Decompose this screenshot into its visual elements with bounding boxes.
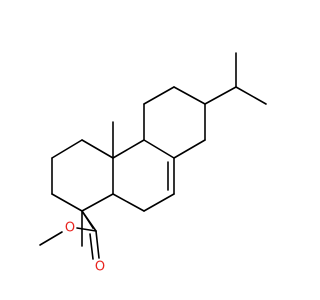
bond: [173, 139, 206, 159]
bond: [112, 193, 145, 212]
bond: [204, 86, 237, 105]
molecule-canvas: O O: [39, 52, 267, 275]
bond: [143, 86, 175, 105]
ester-single-bond: [76, 227, 97, 232]
ring-c: [143, 86, 206, 159]
bond: [235, 86, 267, 105]
carbonyl-bond-2: [89, 233, 94, 260]
bond: [112, 139, 145, 159]
bond: [81, 139, 114, 159]
bond: [143, 193, 175, 212]
bond: [51, 139, 83, 159]
ester-oxygen-label: O: [65, 221, 75, 236]
bond: [173, 86, 206, 105]
skeletal-formula: O O: [39, 52, 267, 275]
ring-b: [112, 139, 175, 212]
bond: [81, 210, 97, 232]
bond: [143, 139, 175, 159]
carbonyl-oxygen-label: O: [95, 260, 105, 275]
o-methyl-bond: [39, 231, 63, 246]
methyl-ester-group: [39, 210, 100, 260]
ring-a: [51, 139, 114, 212]
bond: [81, 193, 114, 212]
carbonyl-bond-1: [95, 230, 100, 259]
isopropyl-group: [204, 52, 267, 105]
bond: [51, 193, 83, 212]
